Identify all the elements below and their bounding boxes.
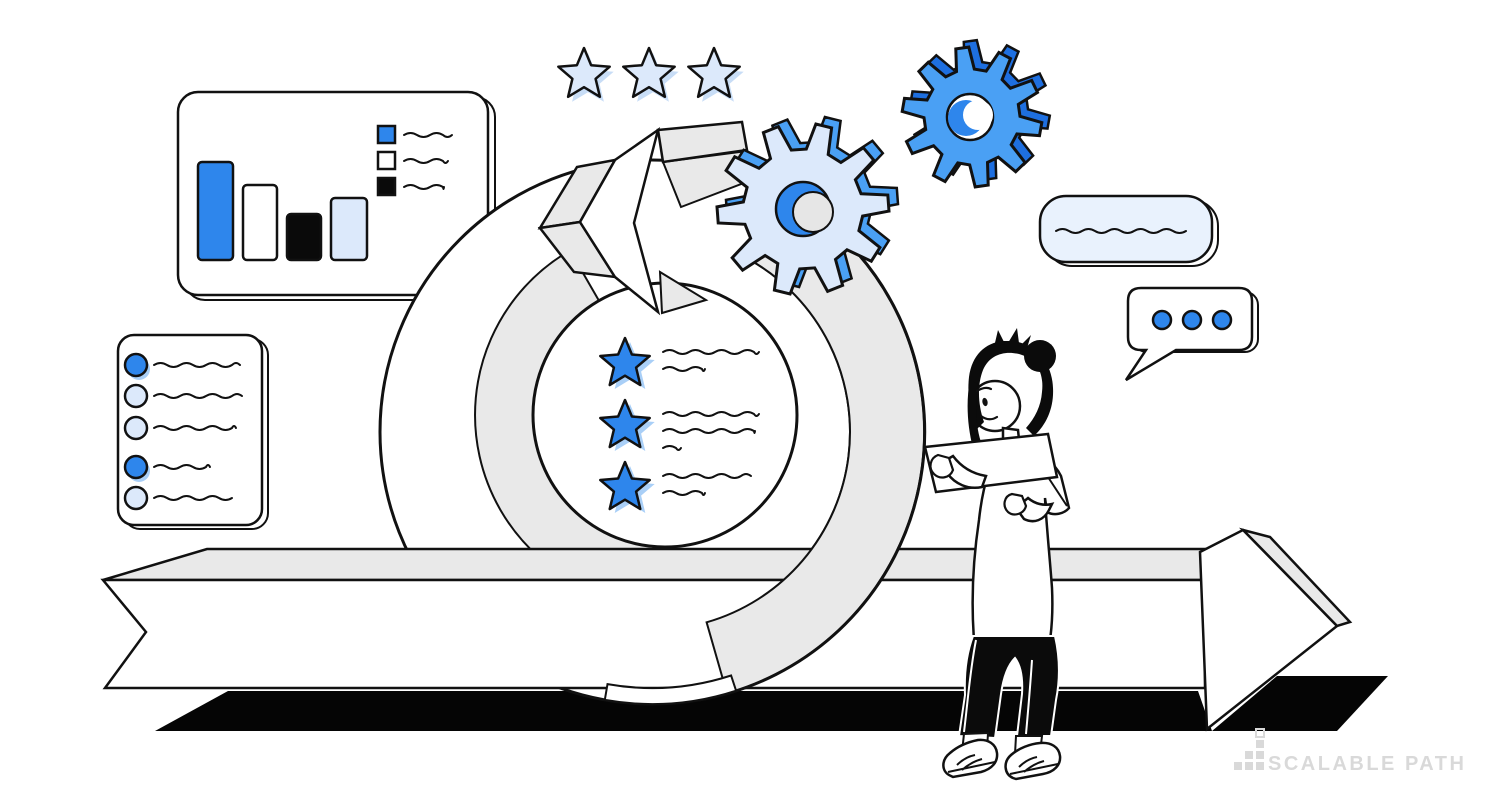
checklist-bullet (123, 454, 149, 480)
star-icon (599, 460, 651, 511)
woman-reading (923, 328, 1071, 781)
speech-bubble (1124, 286, 1254, 382)
note-squiggle (662, 428, 756, 434)
pants (957, 635, 1060, 740)
hair-bun (1024, 340, 1056, 372)
star-icon (622, 46, 676, 99)
star-icon (687, 46, 741, 99)
gear-hub-highlight (792, 191, 834, 233)
smile (979, 414, 999, 421)
eyebrow (975, 386, 993, 393)
eye (982, 397, 988, 407)
legend-squiggle (403, 184, 445, 190)
right-hand (1003, 492, 1028, 516)
note-squiggle (662, 490, 706, 496)
pants-seams (963, 639, 1033, 735)
rating-stars (557, 46, 744, 102)
arrow-top-face (102, 547, 1244, 582)
forward-arrow (100, 527, 1353, 732)
loop-arrowhead (578, 127, 661, 316)
sprint-notes-list (599, 336, 760, 513)
checklist-bullet (123, 352, 149, 378)
sneaker-straps (1009, 756, 1059, 775)
logo-block (1256, 740, 1264, 748)
bar-chart-card (176, 90, 496, 301)
note-squiggle (662, 473, 752, 479)
speech-banner (1038, 194, 1214, 264)
legend-swatch (376, 176, 397, 197)
legend-squiggle (403, 158, 449, 164)
chart-bar (196, 160, 235, 262)
sprint-loop-front (603, 194, 927, 705)
hair-strand (967, 380, 981, 448)
note-squiggle (662, 366, 706, 372)
chart-bar (329, 196, 369, 262)
star-icon (599, 398, 651, 449)
checklist-bullet (123, 383, 149, 409)
checklist-squiggle (153, 464, 211, 470)
note-squiggle (662, 349, 760, 355)
logo-block (1234, 762, 1242, 770)
checklist-bullet (123, 415, 149, 441)
speech-bubbles (1038, 194, 1259, 382)
sneaker (1004, 741, 1062, 781)
loop-outer-arc-front (698, 194, 927, 702)
checklist-squiggle (153, 362, 241, 368)
chart-bar (241, 183, 279, 262)
left-hand (929, 453, 955, 479)
typing-dot (1151, 309, 1173, 331)
checklist-bullet (123, 485, 149, 511)
sneaker (942, 738, 999, 779)
banner-squiggle (1055, 228, 1187, 234)
checklist-squiggle (153, 495, 233, 501)
note-squiggle (662, 445, 682, 451)
logo-block (1245, 762, 1253, 770)
chart-bar (285, 212, 323, 262)
note-squiggle (662, 411, 760, 417)
brand-logo: SCALABLE PATH (1234, 728, 1466, 775)
checklist-squiggle (153, 393, 243, 399)
hair-spikes (994, 328, 1031, 348)
arrowhead (1198, 528, 1339, 732)
arrow-ground-shadow (155, 676, 1388, 731)
logo-block (1245, 751, 1253, 759)
gear-hub-highlight (963, 100, 993, 130)
legend-swatch (376, 124, 397, 145)
loop-bottom-sliver (603, 674, 738, 705)
logo-block-outline (1255, 728, 1265, 738)
logo-block (1256, 762, 1264, 770)
star-icon (599, 336, 651, 387)
checklist-card (116, 333, 269, 530)
shadow-arrowhead (1212, 676, 1388, 731)
typing-dot (1211, 309, 1233, 331)
shadow-band (155, 691, 1212, 731)
loop-small-facet (658, 270, 709, 315)
checklist-squiggle (153, 425, 237, 431)
legend-swatch (376, 150, 397, 171)
gear-icons (715, 38, 1052, 296)
card-frame (116, 333, 264, 527)
star-icon (557, 46, 611, 99)
legend-squiggle (403, 132, 453, 138)
typing-dot (1181, 309, 1203, 331)
sneaker-straps (947, 754, 996, 773)
brand-logo-text: SCALABLE PATH (1268, 753, 1466, 775)
logo-block (1256, 751, 1264, 759)
